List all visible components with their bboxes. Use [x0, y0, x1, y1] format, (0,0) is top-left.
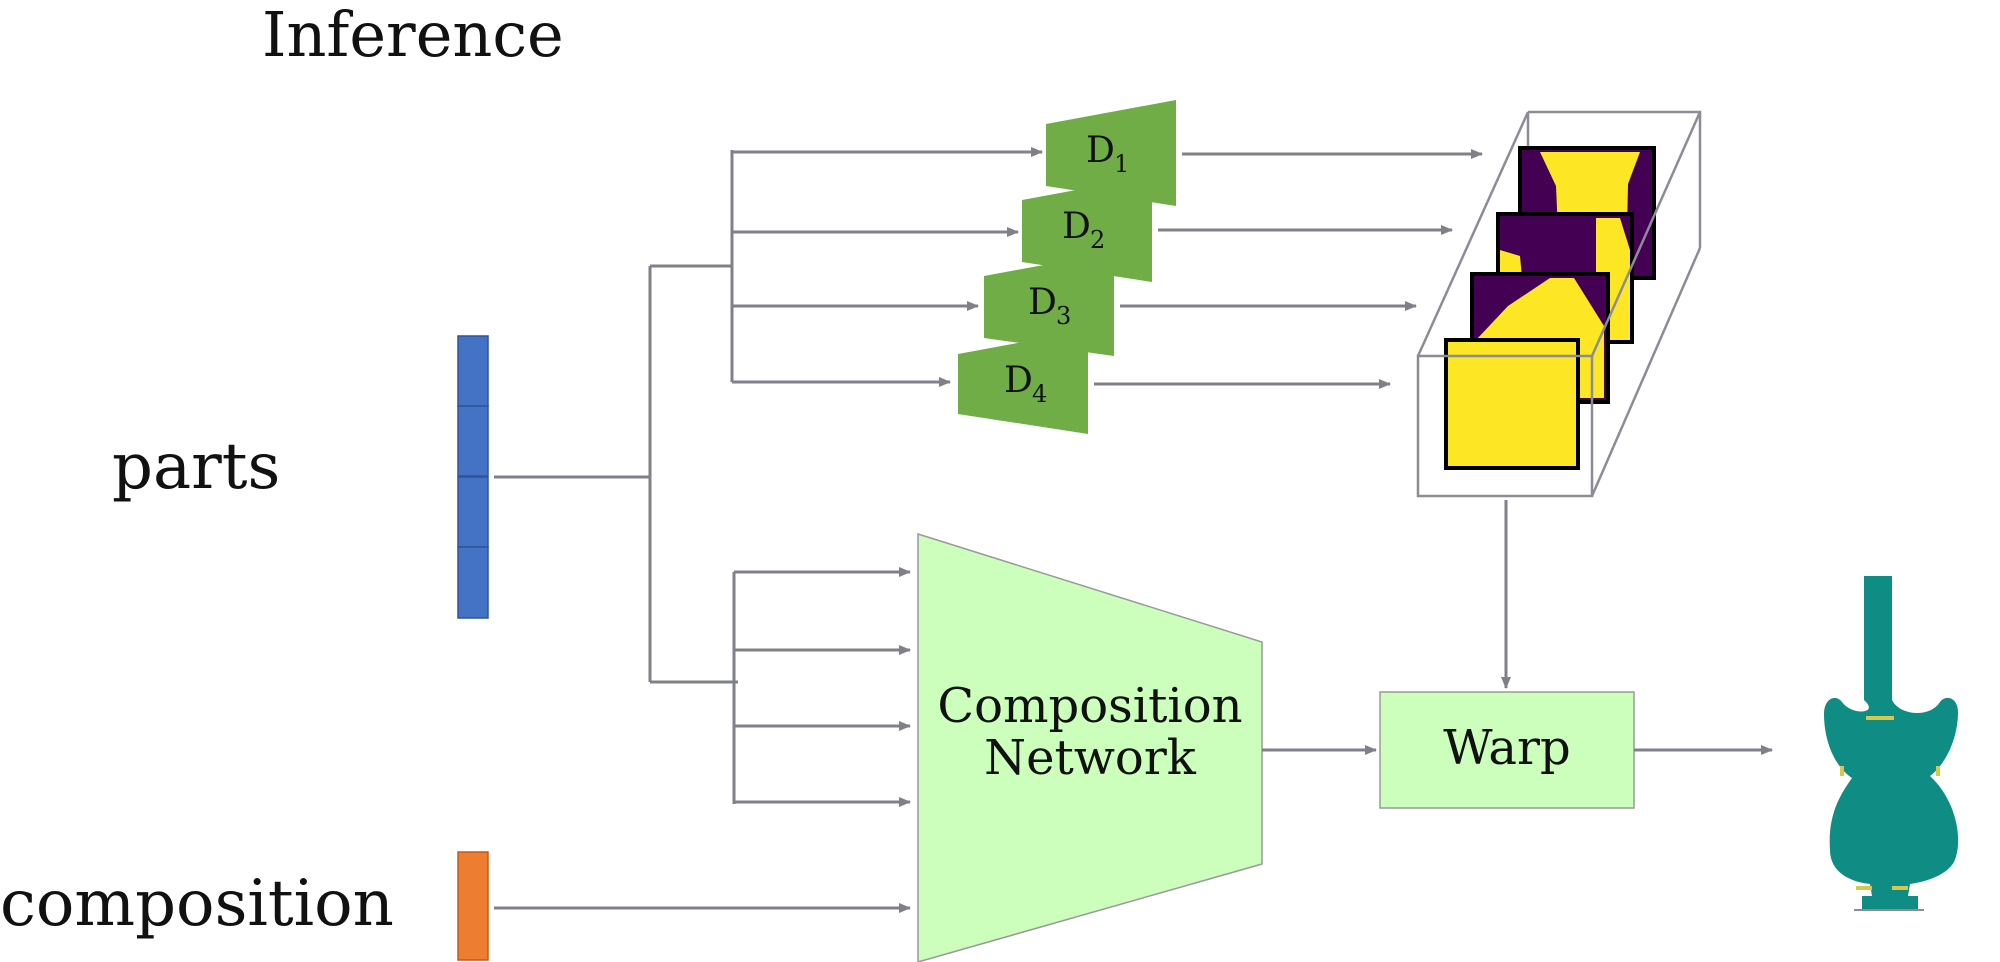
decoder-2-subscript: 2	[1090, 226, 1105, 254]
diagram-title: Inference	[262, 0, 564, 71]
composition-network-line1: Composition	[937, 678, 1242, 734]
composition-vector	[457, 851, 489, 961]
decoder-3-subscript: 3	[1056, 302, 1071, 330]
warp-block: Warp	[1379, 691, 1635, 809]
decoder-3: D 3	[984, 252, 1114, 356]
parts-vector	[457, 335, 489, 619]
decoder-2-letter: D	[1062, 206, 1091, 247]
composition-network: Composition Network	[917, 532, 1263, 962]
decoder-4: D 4	[958, 330, 1088, 434]
decoder-2: D 2	[1022, 176, 1152, 282]
decoder-4-letter: D	[1004, 360, 1033, 401]
parts-label: parts	[112, 430, 280, 504]
part-mask-stack	[1416, 110, 1702, 498]
warp-label: Warp	[1443, 720, 1570, 776]
parts-connectors	[494, 147, 1043, 913]
part-mask-4	[1444, 338, 1580, 470]
decoder-4-subscript: 4	[1032, 380, 1047, 408]
decoder-3-letter: D	[1028, 282, 1057, 323]
output-vase	[1824, 576, 1959, 911]
composition-network-line2: Network	[984, 730, 1197, 786]
decoder-1-subscript: 1	[1114, 150, 1129, 178]
decoder-output-arrows	[1094, 149, 1483, 389]
decoder-1-letter: D	[1086, 130, 1115, 171]
composition-label: composition	[0, 867, 394, 941]
